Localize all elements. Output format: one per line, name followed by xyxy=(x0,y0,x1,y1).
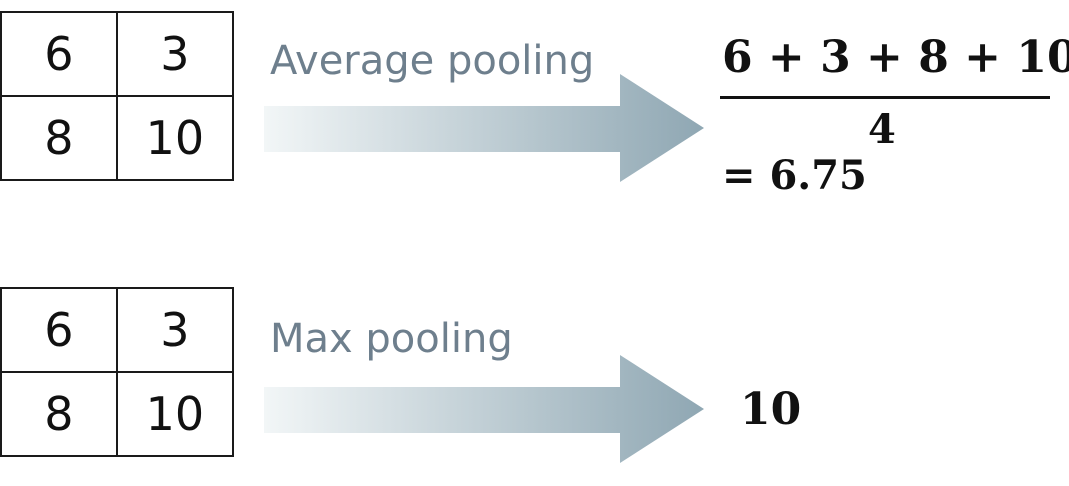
average-pooling-input-grid: 6 3 8 10 xyxy=(0,11,235,181)
grid-cell: 10 xyxy=(115,95,235,181)
average-pooling-label: Average pooling xyxy=(270,38,595,84)
grid-cell: 8 xyxy=(0,371,118,457)
grid-cell: 10 xyxy=(115,371,235,457)
max-pooling-arrow-icon xyxy=(264,355,704,463)
average-denominator: 4 xyxy=(868,106,896,153)
grid-cell: 6 xyxy=(0,11,118,97)
grid-cell: 3 xyxy=(115,11,235,97)
max-pooling-label: Max pooling xyxy=(270,316,513,362)
fraction-bar xyxy=(720,96,1050,99)
average-result: = 6.75 xyxy=(722,152,867,199)
max-pooling-input-grid: 6 3 8 10 xyxy=(0,287,235,457)
average-numerator: 6 + 3 + 8 + 10 xyxy=(722,32,1069,83)
grid-cell: 3 xyxy=(115,287,235,373)
grid-cell: 8 xyxy=(0,95,118,181)
average-pooling-arrow-icon xyxy=(264,74,704,182)
max-result: 10 xyxy=(740,384,802,435)
grid-cell: 6 xyxy=(0,287,118,373)
